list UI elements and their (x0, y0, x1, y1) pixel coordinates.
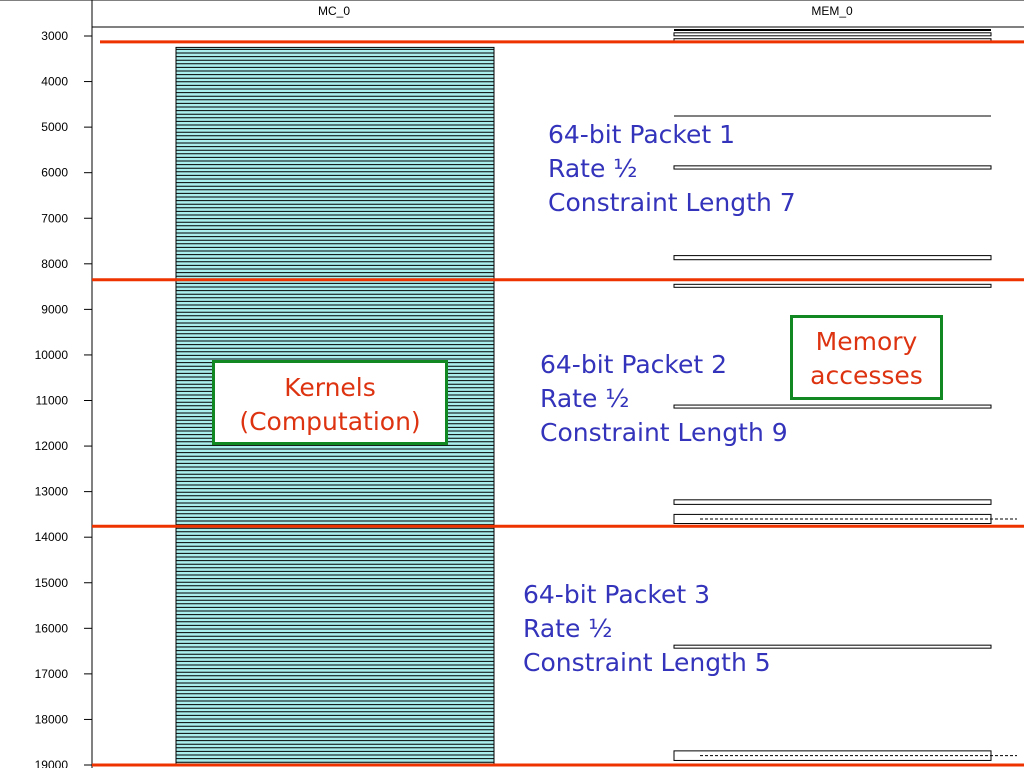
packet-1-title: 64-bit Packet 1 (548, 120, 736, 149)
packet-2-constraint: Constraint Length 9 (540, 418, 788, 447)
memory-access-5 (673, 283, 992, 288)
y-tick-label-18000: 18000 (35, 712, 69, 726)
y-tick-label-7000: 7000 (41, 211, 68, 225)
memory-access-3 (673, 165, 992, 170)
packet-2-rate: Rate ½ (540, 384, 630, 413)
y-tick-label-14000: 14000 (35, 530, 69, 544)
kernels-callout-box: Kernels (Computation) (212, 360, 448, 445)
packet-1-rate: Rate ½ (548, 154, 638, 183)
memory-access-6 (673, 404, 992, 409)
memory-access-4 (673, 255, 992, 261)
y-tick-label-16000: 16000 (35, 621, 69, 635)
y-tick-label-17000: 17000 (35, 667, 69, 681)
packet-1-label: 64-bit Packet 1 Rate ½ Constraint Length… (548, 118, 796, 220)
computation-label: (Computation) (239, 407, 421, 436)
packet-1-constraint: Constraint Length 7 (548, 188, 796, 217)
memory-label: Memory (815, 327, 918, 356)
memory-access-1 (673, 32, 992, 37)
y-tick-label-10000: 10000 (35, 348, 69, 362)
y-tick-label-19000: 19000 (35, 758, 69, 768)
packet-boundaries (92, 40, 1024, 767)
memory-access-9 (673, 644, 992, 649)
memory-callout-box: Memory accesses (790, 315, 943, 400)
y-tick-label-11000: 11000 (36, 394, 69, 408)
y-tick-label-6000: 6000 (41, 166, 68, 180)
accesses-label: accesses (810, 361, 923, 390)
y-tick-label-13000: 13000 (35, 485, 69, 499)
y-tick-label-12000: 12000 (35, 439, 69, 453)
packet-2-title: 64-bit Packet 2 (540, 350, 728, 379)
packet-3-label: 64-bit Packet 3 Rate ½ Constraint Length… (523, 578, 771, 680)
column-header-mem: MEM_0 (811, 4, 853, 18)
kernels-label: Kernels (284, 373, 376, 402)
y-axis: 3000 4000 5000 6000 7000 8000 9000 10000 11000 12… (35, 29, 92, 772)
packet-3-rate: Rate ½ (523, 614, 613, 643)
y-tick-label-9000: 9000 (41, 302, 68, 316)
memory-activity (673, 29, 1017, 761)
y-tick-label-8000: 8000 (41, 257, 68, 271)
y-tick-label-5000: 5000 (41, 120, 68, 134)
packet-3-title: 64-bit Packet 3 (523, 580, 711, 609)
packet-2-label: 64-bit Packet 2 Rate ½ Constraint Length… (540, 348, 788, 450)
y-tick-label-15000: 15000 (35, 576, 69, 590)
packet-3-constraint: Constraint Length 5 (523, 648, 771, 677)
memory-access-7 (673, 499, 992, 505)
y-tick-label-4000: 4000 (41, 75, 68, 89)
y-tick-label-3000: 3000 (41, 29, 68, 43)
column-header-mc: MC_0 (318, 4, 350, 18)
